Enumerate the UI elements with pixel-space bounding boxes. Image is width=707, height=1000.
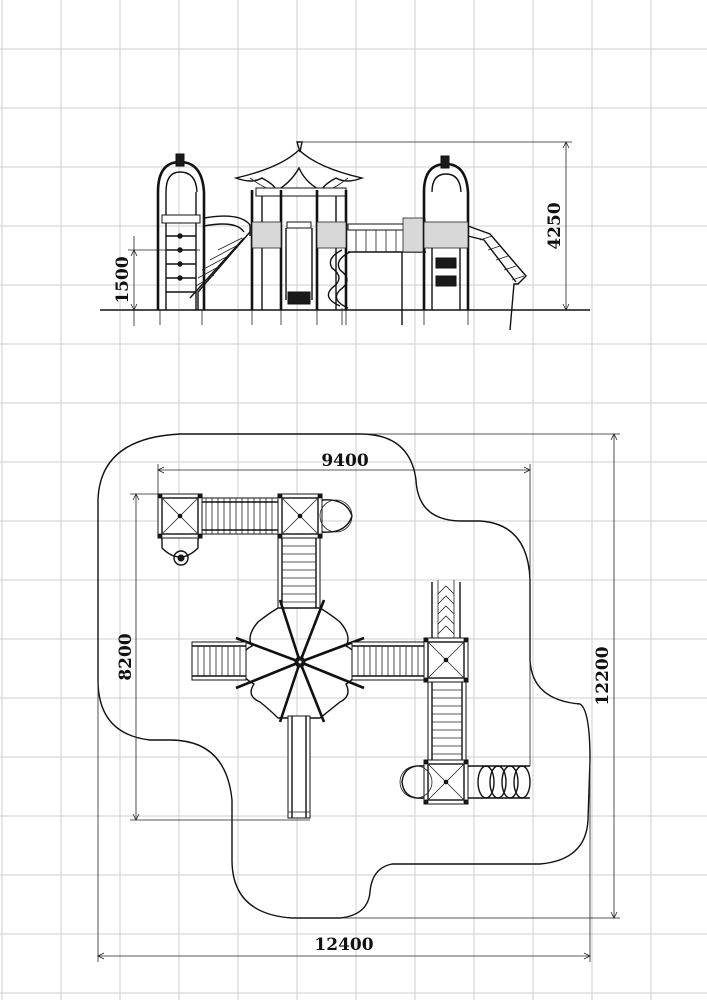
- plan-view: 9400 8200 12200 12400: [97, 433, 620, 962]
- plan-ring-tunnel: [468, 765, 531, 799]
- platform-dimension: 1500: [113, 236, 200, 326]
- left-panel: [251, 221, 282, 249]
- width-12400-label: 12400: [314, 935, 373, 955]
- plan-tower-top-center: [277, 493, 353, 539]
- depth-8200-label: 8200: [116, 633, 136, 680]
- platform-height-label: 1500: [113, 256, 133, 303]
- height-dimension: 4250: [300, 141, 572, 311]
- right-tower-finial: [440, 155, 450, 169]
- pagoda-tower: [233, 141, 365, 325]
- height-label: 4250: [545, 202, 565, 249]
- plan-bridge-top: [201, 497, 279, 535]
- bridge: [347, 217, 427, 325]
- width-9400-label: 9400: [321, 451, 368, 471]
- dimension-9400: 9400: [157, 451, 531, 766]
- depth-12200-label: 12200: [593, 646, 613, 705]
- safety-zone-outline: [97, 433, 591, 919]
- plan-tower-right-middle: [423, 637, 469, 683]
- plan-pagoda-roof: [235, 599, 365, 723]
- plan-ladder-up: [431, 580, 461, 638]
- plan-tower-bottom-right: [399, 759, 469, 805]
- plan-stair-left: [191, 641, 247, 681]
- right-ladder: [467, 225, 527, 331]
- plan-stair-vertical: [277, 537, 321, 609]
- left-tower-finial: [175, 153, 185, 167]
- elevation-view: 4250 1500: [100, 141, 590, 331]
- plan-stair-right-vertical: [427, 681, 467, 761]
- dimension-8200: 8200: [116, 493, 310, 821]
- dimension-12400: 12400: [97, 680, 591, 962]
- plan-tower-top-left: [157, 493, 203, 566]
- plan-slide-bottom: [287, 715, 311, 819]
- left-slide: [189, 215, 251, 310]
- spiral-slide: [327, 249, 351, 325]
- right-panel: [316, 221, 347, 249]
- plan-stair-right: [351, 641, 425, 681]
- left-tower: [156, 153, 206, 325]
- right-tower: [422, 155, 470, 325]
- dimension-12200: 12200: [292, 433, 620, 919]
